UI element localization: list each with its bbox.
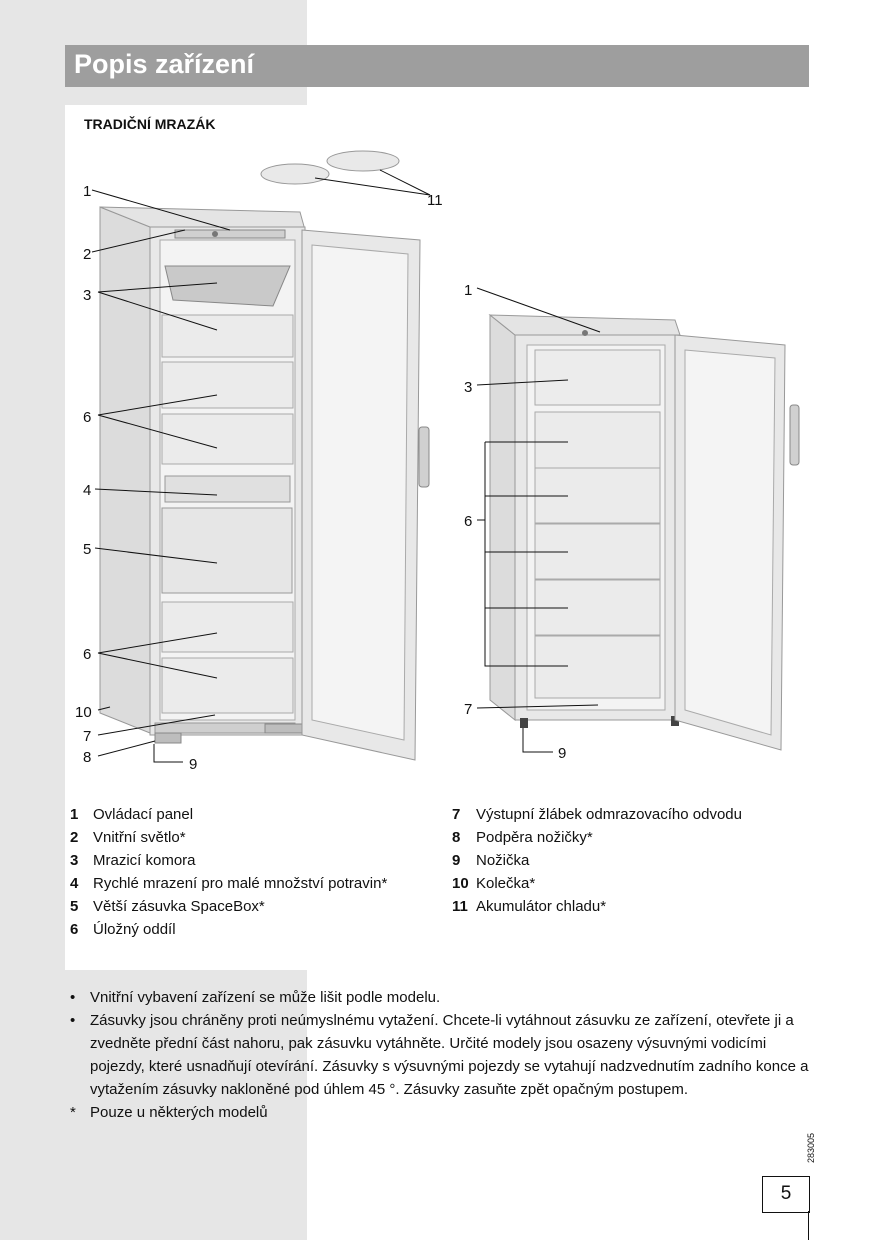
document-code: 283005: [806, 1132, 816, 1163]
page-number-rule: [808, 1211, 809, 1240]
callout-label: 7: [83, 728, 91, 745]
note-item: *Pouze u některých modelů: [70, 1104, 268, 1121]
callout-label: 3: [464, 379, 472, 396]
callout-label: 9: [558, 745, 566, 762]
freezer-diagram: 1 2 3 6 4 5 6 10 7 8 9 11 1 3 6 7 9: [75, 150, 800, 773]
callout-label: 6: [464, 513, 472, 530]
callout-label: 4: [83, 482, 91, 499]
callout-label: 8: [83, 749, 91, 766]
page-number-box: 5: [762, 1176, 810, 1213]
notes-panel-right: [307, 970, 874, 1170]
callout-label: 5: [83, 541, 91, 558]
callout-label: 11: [427, 192, 443, 209]
page-title: Popis zařízení: [74, 49, 255, 79]
callout-label: 6: [83, 409, 91, 426]
callout-label: 7: [464, 701, 472, 718]
section-subtitle: TRADIČNÍ MRAZÁK: [84, 116, 216, 132]
cold-accumulator: [260, 163, 330, 185]
callout-label: 1: [83, 183, 91, 200]
note-item: •Zásuvky jsou chráněny proti neúmyslnému…: [70, 1012, 809, 1098]
notes-list: •Vnitřní vybavení zařízení se může lišit…: [70, 986, 810, 1124]
callout-label: 9: [189, 756, 197, 773]
page-number: 5: [780, 1183, 792, 1204]
note-item: •Vnitřní vybavení zařízení se může lišit…: [70, 989, 441, 1006]
left-freezer: [99, 150, 430, 761]
callout-label: 10: [75, 704, 92, 721]
cold-accumulator: [326, 150, 400, 172]
right-freezer: [488, 313, 800, 751]
callout-label: 3: [83, 287, 91, 304]
callout-lines: [91, 169, 601, 763]
callout-label: 1: [464, 282, 472, 299]
page-header: Popis zařízení: [65, 45, 809, 87]
callout-label: 6: [83, 646, 91, 663]
callout-label: 2: [83, 246, 91, 263]
